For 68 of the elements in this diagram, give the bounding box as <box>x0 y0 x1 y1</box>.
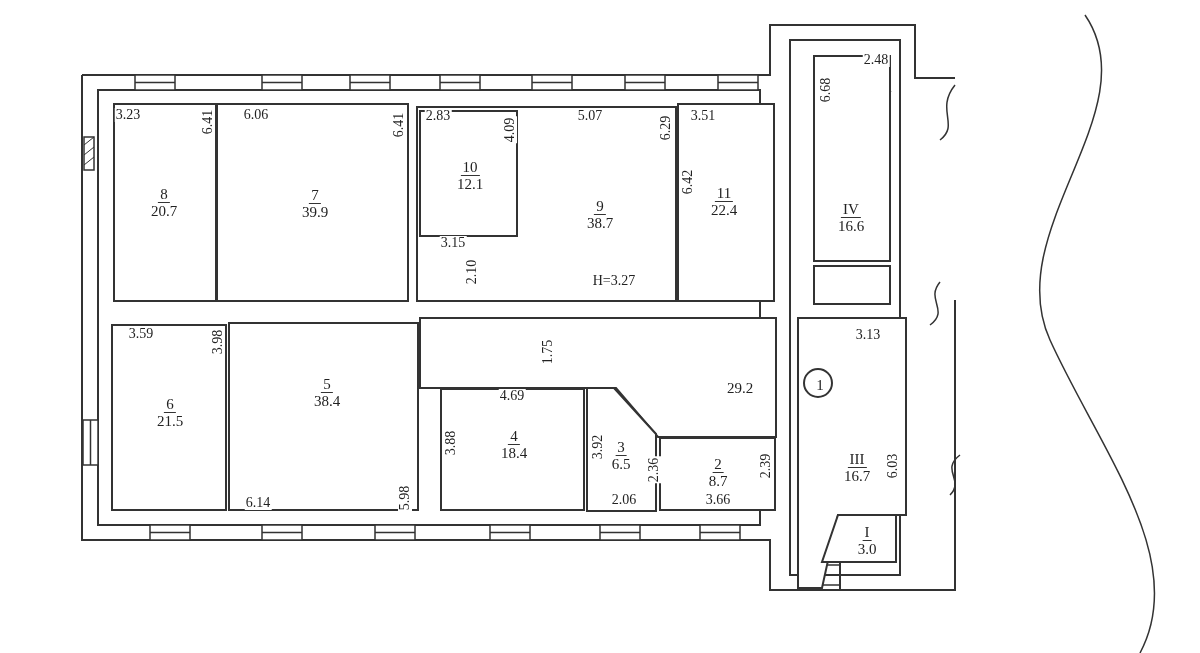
empty-room-outline <box>813 265 891 305</box>
room-area: 16.6 <box>837 218 865 234</box>
dimension-label: 6.68 <box>819 76 833 104</box>
dimension-label: 3.59 <box>127 327 155 341</box>
room-number: 2 <box>712 457 724 473</box>
room-number: IV <box>841 202 861 218</box>
dimension-label: 6.06 <box>242 108 270 122</box>
room-outline <box>659 437 776 511</box>
dimension-label: 3.66 <box>704 493 732 507</box>
dimension-label: 2.39 <box>759 452 773 480</box>
dimension-label: 3.51 <box>689 109 717 123</box>
room-area: 12.1 <box>456 176 484 192</box>
room-outline <box>416 106 677 302</box>
room-outline <box>419 110 518 237</box>
room-number: 5 <box>321 377 333 393</box>
room-outline <box>813 55 891 262</box>
dimension-label: 3.13 <box>854 328 882 342</box>
room-outline <box>677 103 775 302</box>
dimension-label: 4.09 <box>503 116 517 144</box>
room-area: 39.9 <box>301 204 329 220</box>
room-area: 38.4 <box>313 393 341 409</box>
dimension-label: 6.41 <box>392 111 406 139</box>
dimension-label: 6.14 <box>244 496 272 510</box>
room-outline <box>216 103 409 302</box>
room-area: 3.0 <box>857 541 877 557</box>
dimension-label: 3.23 <box>114 108 142 122</box>
room-number: 11 <box>714 186 734 202</box>
dimension-label: 6.03 <box>886 452 900 480</box>
room-outline <box>228 322 419 511</box>
callout-number: 1 <box>815 377 825 393</box>
dimension-label: 5.07 <box>576 109 604 123</box>
dimension-label: 6.41 <box>201 108 215 136</box>
dimension-label: 3.88 <box>444 429 458 457</box>
dimension-label: 3.92 <box>591 433 605 461</box>
room-area: 38.7 <box>586 215 614 231</box>
dimension-label: 1.75 <box>541 338 555 366</box>
dimension-label: 2.10 <box>465 258 479 286</box>
dimension-label: 2.06 <box>610 493 638 507</box>
dimension-label: 2.36 <box>647 456 661 484</box>
room-area: 6.5 <box>611 456 631 472</box>
room-area: 16.7 <box>843 468 871 484</box>
room-outline <box>111 324 227 511</box>
room-area: 20.7 <box>150 203 178 219</box>
room-area: 8.7 <box>708 473 728 489</box>
dimension-label: 5.98 <box>398 484 412 512</box>
dimension-label: 4.69 <box>498 389 526 403</box>
dimension-label: 3.98 <box>211 328 225 356</box>
dimension-label: 6.42 <box>681 168 695 196</box>
room-area: 21.5 <box>156 413 184 429</box>
room-number: 9 <box>594 199 606 215</box>
room-number: 6 <box>164 397 176 413</box>
dimension-label: 6.29 <box>659 114 673 142</box>
dimension-label: 2.83 <box>424 109 452 123</box>
room-number: 8 <box>158 187 170 203</box>
dimension-label: 2.48 <box>862 53 890 67</box>
room-number: 4 <box>508 429 520 445</box>
room-number: III <box>847 452 867 468</box>
dimension-label: H=3.27 <box>591 274 637 288</box>
room-area: 18.4 <box>500 445 528 461</box>
room-number: I <box>862 525 872 541</box>
room-number: 7 <box>309 188 321 204</box>
room-area: 22.4 <box>710 202 738 218</box>
room-outline <box>798 318 906 590</box>
room-area: 29.2 <box>724 380 756 396</box>
room-number: 10 <box>460 160 480 176</box>
room-number: 3 <box>615 440 627 456</box>
room-outline <box>113 103 217 302</box>
dimension-label: 3.15 <box>439 236 467 250</box>
